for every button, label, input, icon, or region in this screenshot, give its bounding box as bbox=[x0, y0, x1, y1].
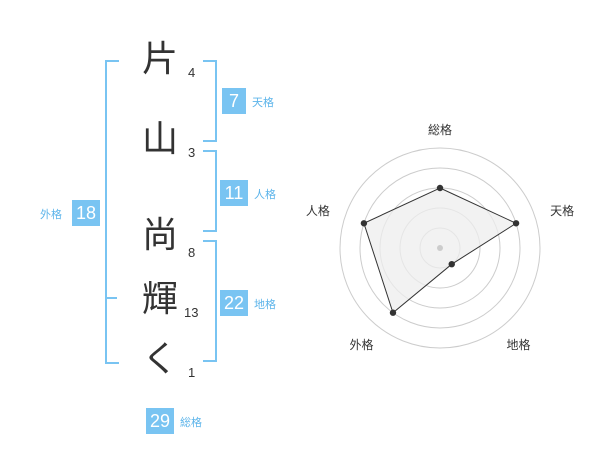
name-char-2: 山 bbox=[141, 119, 178, 160]
gaikaku-label: 外格 bbox=[40, 208, 62, 221]
name-char-1: 片 bbox=[141, 39, 178, 80]
radar-point-2 bbox=[512, 220, 520, 227]
name-char-4: 輝 bbox=[141, 279, 178, 320]
gaikaku-bracket-tick bbox=[105, 297, 117, 299]
radar-axis-label-4: 外格 bbox=[349, 337, 373, 352]
tenkaku-bracket bbox=[203, 60, 217, 142]
radar-ring-5 bbox=[339, 147, 541, 349]
name-char-5: く bbox=[141, 339, 178, 380]
stroke-count-2: 3 bbox=[188, 145, 196, 160]
chikaku-label: 地格 bbox=[254, 298, 276, 311]
name-char-3: 尚 bbox=[141, 215, 178, 256]
radar-point-1 bbox=[436, 184, 444, 192]
stroke-count-5: 1 bbox=[188, 365, 196, 380]
radar-axis-label-2: 天格 bbox=[550, 203, 574, 218]
jinkaku-value: 11 bbox=[220, 180, 248, 206]
jinkaku-bracket bbox=[203, 150, 217, 232]
gaikaku-value: 18 bbox=[72, 200, 100, 226]
soukaku-label: 総格 bbox=[180, 416, 202, 429]
radar-axis-label-3: 地格 bbox=[507, 337, 531, 352]
radar-point-4 bbox=[389, 309, 397, 316]
chikaku-bracket bbox=[203, 240, 217, 362]
chikaku-value: 22 bbox=[220, 290, 248, 316]
stroke-count-4: 13 bbox=[184, 305, 199, 320]
radar-point-5 bbox=[360, 220, 368, 227]
radar-point-3 bbox=[448, 260, 455, 268]
soukaku-value: 29 bbox=[146, 408, 174, 434]
radar-axis-label-5: 人格 bbox=[306, 203, 330, 218]
radar-axis-label-1: 総格 bbox=[428, 122, 452, 137]
jinkaku-label: 人格 bbox=[254, 188, 276, 201]
stroke-count-1: 4 bbox=[188, 65, 196, 80]
radar-ring-4 bbox=[359, 167, 521, 329]
tenkaku-value: 7 bbox=[222, 88, 246, 114]
gaikaku-bracket bbox=[105, 60, 119, 364]
tenkaku-label: 天格 bbox=[252, 96, 274, 109]
stroke-count-3: 8 bbox=[188, 245, 196, 260]
radar-center-dot bbox=[437, 245, 443, 251]
